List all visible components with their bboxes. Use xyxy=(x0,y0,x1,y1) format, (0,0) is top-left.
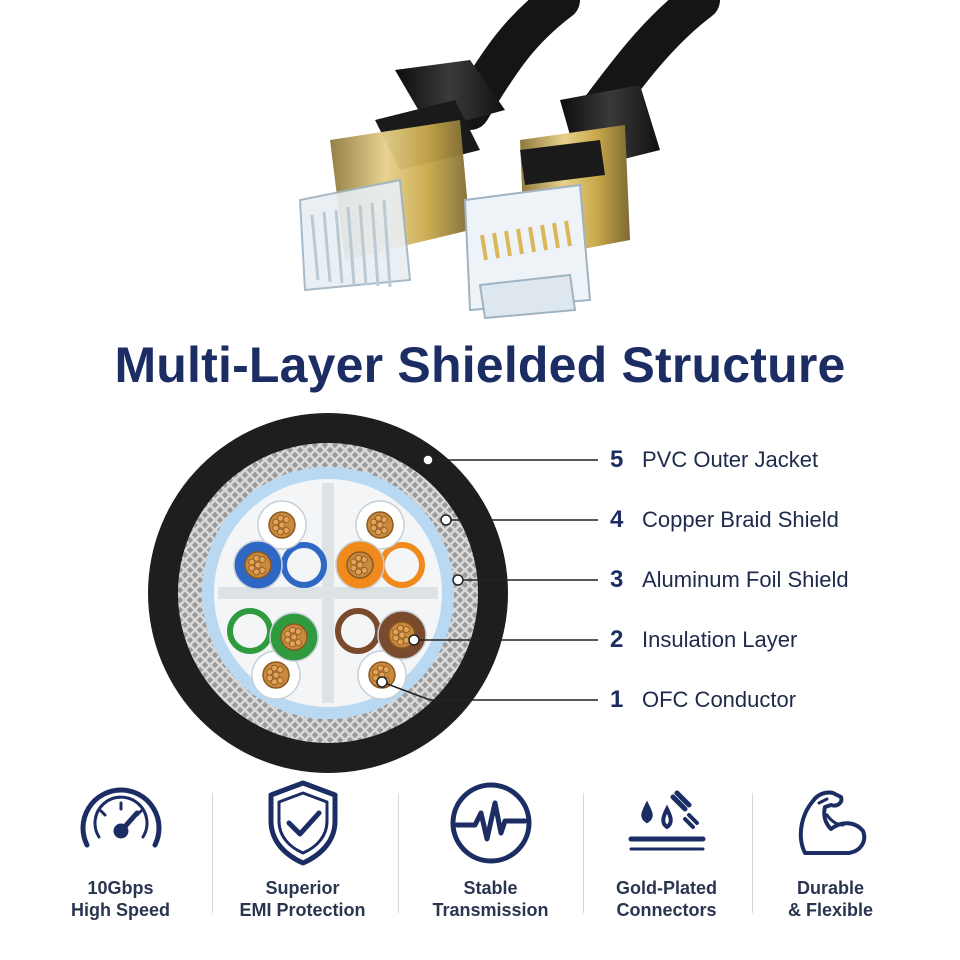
feature-label: Gold-Plated Connectors xyxy=(616,877,717,921)
layer-text: Aluminum Foil Shield xyxy=(642,567,849,592)
feature-line2: High Speed xyxy=(70,900,170,920)
layer-label-1: 1 OFC Conductor xyxy=(610,685,796,715)
feature-divider xyxy=(212,793,213,913)
layer-label-3: 3 Aluminum Foil Shield xyxy=(610,565,849,595)
right-connector xyxy=(463,85,660,320)
layer-number: 1 xyxy=(610,686,624,713)
feature-label: Superior EMI Protection xyxy=(239,877,365,921)
feature-label: Stable Transmission xyxy=(432,877,548,921)
feature-line2: Connectors xyxy=(616,900,717,920)
feature-line1: Gold-Plated xyxy=(615,878,717,898)
feature-row: 10Gbps High Speed Superior EMI Protectio… xyxy=(0,775,960,935)
layer-text: Copper Braid Shield xyxy=(642,507,839,532)
waveform-icon xyxy=(450,782,531,864)
feature-line1: Stable xyxy=(463,878,518,898)
feature-line2: EMI Protection xyxy=(239,900,366,920)
page-title: Multi-Layer Shielded Structure xyxy=(114,337,846,393)
white-wire xyxy=(355,500,405,550)
layer-label-5: 5 PVC Outer Jacket xyxy=(610,445,818,475)
feature-speed: 10Gbps High Speed xyxy=(28,775,213,935)
cable-cross-section xyxy=(148,413,508,773)
speedometer-icon xyxy=(80,787,161,848)
feature-divider xyxy=(752,793,753,913)
feature-line1: 10Gbps xyxy=(87,878,154,898)
layer-text: Insulation Layer xyxy=(642,627,798,652)
layer-text: OFC Conductor xyxy=(642,687,797,712)
rj45-connectors-illustration xyxy=(298,0,720,320)
flexed-arm-icon xyxy=(798,790,866,855)
white-wire xyxy=(257,500,307,550)
feature-line2: & Flexible xyxy=(787,900,874,920)
feature-durable: Durable & Flexible xyxy=(738,775,923,935)
feature-line2: Transmission xyxy=(432,900,549,920)
feature-gold: Gold-Plated Connectors xyxy=(574,775,759,935)
orange-wire xyxy=(335,540,385,590)
brown-wire xyxy=(377,610,427,660)
gold-plating-icon xyxy=(628,790,705,851)
feature-label: Durable & Flexible xyxy=(788,877,873,921)
blue-wire xyxy=(233,540,283,590)
feature-divider xyxy=(398,793,399,913)
feature-line1: Superior xyxy=(265,878,340,898)
feature-emi: Superior EMI Protection xyxy=(210,775,395,935)
layer-number: 5 xyxy=(610,446,624,473)
layer-text: PVC Outer Jacket xyxy=(642,447,819,472)
left-connector xyxy=(298,60,505,292)
layer-number: 4 xyxy=(610,506,624,533)
layer-label-4: 4 Copper Braid Shield xyxy=(610,505,839,535)
wire-insulation-ring xyxy=(281,542,327,588)
layer-label-2: 2 Insulation Layer xyxy=(610,625,797,655)
feature-divider xyxy=(583,793,584,913)
feature-line1: Durable xyxy=(796,878,865,898)
shield-check-icon xyxy=(268,780,337,866)
feature-stable: Stable Transmission xyxy=(398,775,583,935)
layer-number: 2 xyxy=(610,626,624,653)
layer-number: 3 xyxy=(610,566,624,593)
white-wire xyxy=(251,650,301,700)
feature-label: 10Gbps High Speed xyxy=(71,877,170,921)
green-wire xyxy=(269,612,319,662)
